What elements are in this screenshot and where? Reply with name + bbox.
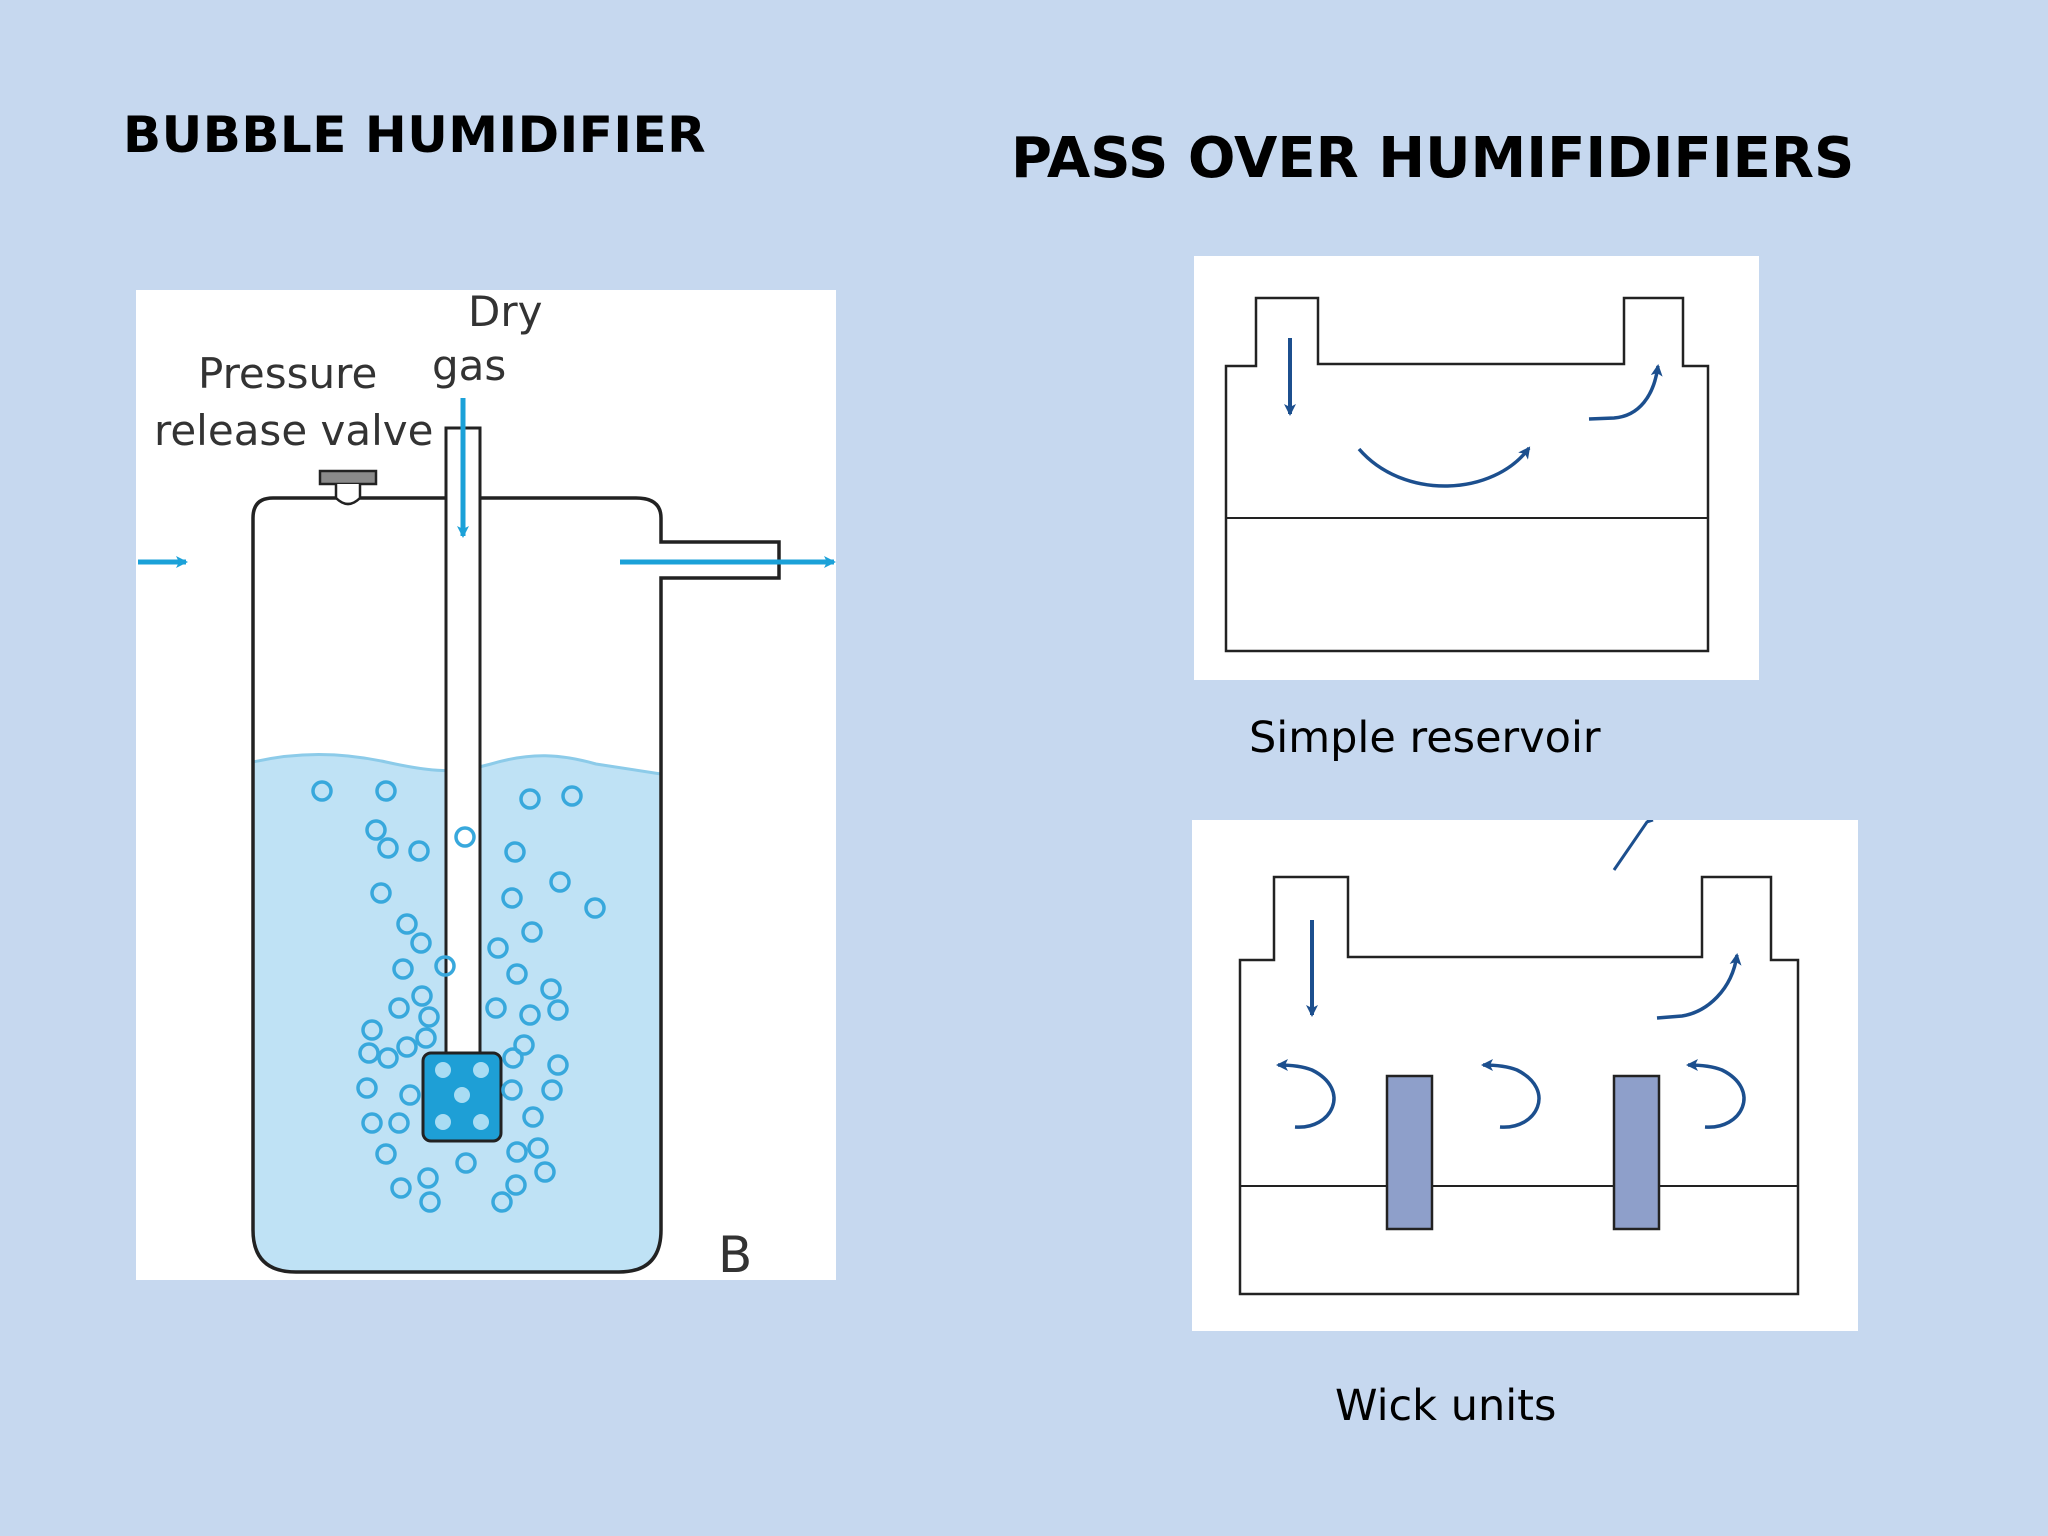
panel-letter-b: B	[718, 1226, 752, 1280]
simple-reservoir-diagram	[1194, 256, 1759, 680]
release-valve-label: release valve	[154, 406, 433, 455]
bubbles	[311, 780, 606, 1213]
humidifier-bottle	[251, 496, 781, 1274]
reservoir-outline	[1224, 296, 1710, 653]
diffuser-holes	[435, 1062, 489, 1130]
gas-label: gas	[432, 341, 506, 390]
wick-units-diagram	[1192, 820, 1858, 1331]
outflow-arrow	[1656, 953, 1742, 1020]
bubble-humidifier-svg: Dry gas Pressure release valve B	[138, 290, 836, 1280]
dry-label: Dry	[468, 290, 542, 336]
pressure-label: Pressure	[198, 349, 377, 398]
wick-units-svg	[1238, 820, 1800, 1296]
water-surface	[252, 753, 662, 776]
pressure-release-valve	[318, 469, 378, 486]
simple-reservoir-caption: Simple reservoir	[1249, 713, 1601, 763]
swirl-arrow-right	[1686, 1059, 1746, 1129]
gas-inlet-tube	[444, 426, 482, 1090]
pointer-line	[1612, 820, 1654, 871]
wick-unit-outline	[1238, 875, 1800, 1296]
wick-units-caption: Wick units	[1335, 1381, 1557, 1431]
outflow-arrow	[1588, 364, 1663, 421]
pass-over-humidifiers-title: PASS OVER HUMIFIDIFIERS	[1011, 126, 1855, 191]
bubble-humidifier-diagram: Dry gas Pressure release valve B	[136, 290, 836, 1280]
simple-reservoir-svg	[1224, 296, 1710, 653]
valve-stem	[334, 484, 362, 506]
swirl-arrow-middle	[1481, 1059, 1541, 1129]
wick-right	[1612, 1074, 1661, 1231]
wick-left	[1385, 1074, 1434, 1231]
circulation-arrow	[1357, 446, 1531, 488]
swirl-arrow-left	[1276, 1059, 1336, 1129]
bubble-humidifier-title: BUBBLE HUMIDIFIER	[123, 106, 707, 164]
